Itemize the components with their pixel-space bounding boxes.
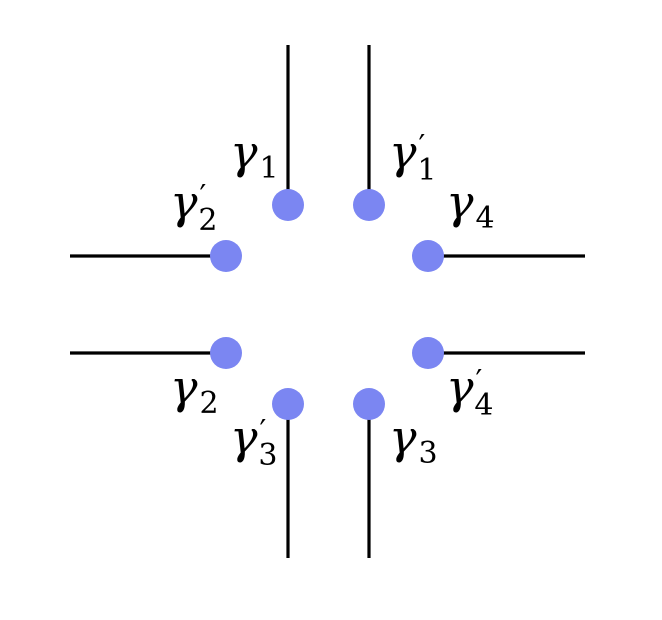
label-gamma4-prime: γ′4 — [446, 360, 493, 423]
mode-gamma2-dot — [210, 337, 242, 369]
label-gamma4: γ4 — [446, 175, 495, 236]
label-gamma2: γ2 — [170, 360, 219, 421]
label-gamma3: γ3 — [389, 410, 438, 471]
mode-gamma3-prime-dot — [272, 388, 304, 420]
label-gamma1-prime: γ′1 — [389, 125, 436, 188]
mode-gamma1-prime-dot — [353, 189, 385, 221]
mode-gamma2-prime-dot — [210, 240, 242, 272]
label-gamma2-prime: γ′2 — [170, 175, 217, 238]
mode-gamma1-dot — [272, 189, 304, 221]
mode-gamma4-prime-dot — [412, 337, 444, 369]
label-gamma3-prime: γ′3 — [230, 410, 277, 473]
mode-gamma3-dot — [353, 388, 385, 420]
mode-gamma4-dot — [412, 240, 444, 272]
label-gamma1: γ1 — [230, 125, 279, 186]
